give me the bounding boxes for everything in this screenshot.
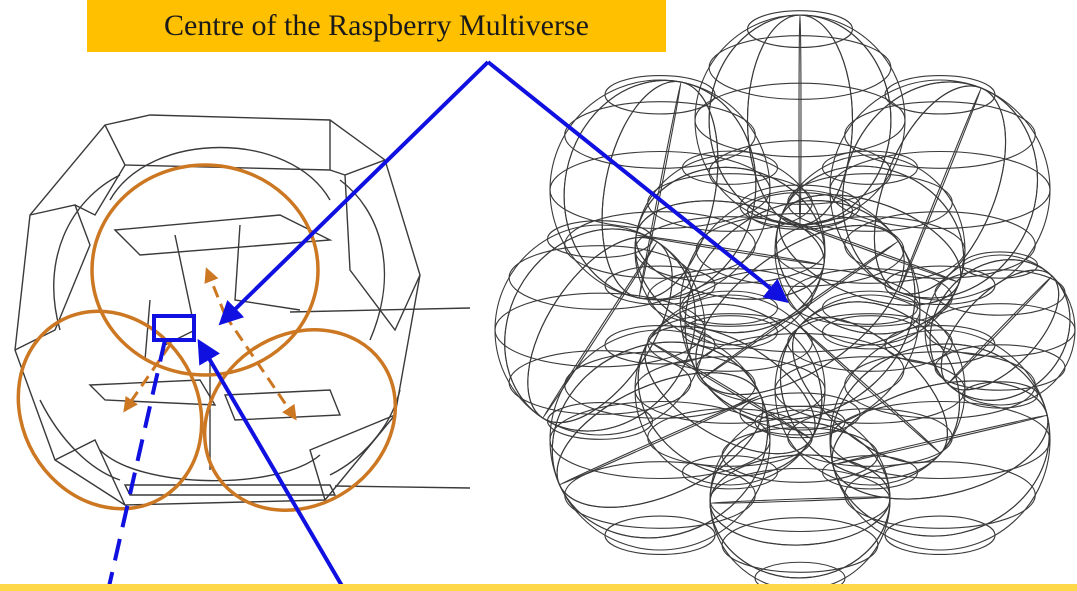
wire-sphere	[829, 74, 1051, 306]
centre-marker-square	[152, 314, 196, 342]
blue-arrows	[106, 60, 789, 591]
highlight-circles	[16, 163, 398, 512]
left-circle	[16, 309, 204, 511]
wire-sphere	[924, 251, 1076, 409]
dashed-line-from-marker	[106, 339, 167, 591]
polyhedron-wireframe	[14, 114, 471, 506]
arrow-to-right-centre	[486, 60, 789, 304]
top-circle	[90, 163, 320, 377]
diagram-title: Centre of the Raspberry Multiverse	[87, 0, 666, 52]
right-circle	[202, 328, 398, 512]
polyhedron-outline	[14, 114, 421, 506]
wire-sphere	[634, 290, 826, 490]
sphere-cluster-wireframe	[494, 10, 1076, 591]
arrow-to-left-centre	[218, 60, 490, 326]
wire-sphere	[549, 74, 771, 306]
wire-sphere	[494, 220, 706, 440]
arrow-from-bottom	[197, 338, 347, 591]
wire-sphere	[634, 150, 826, 350]
bottom-caption-band	[0, 584, 1077, 591]
wire-sphere	[774, 150, 966, 350]
wire-sphere	[774, 290, 966, 490]
wire-sphere	[549, 324, 771, 556]
